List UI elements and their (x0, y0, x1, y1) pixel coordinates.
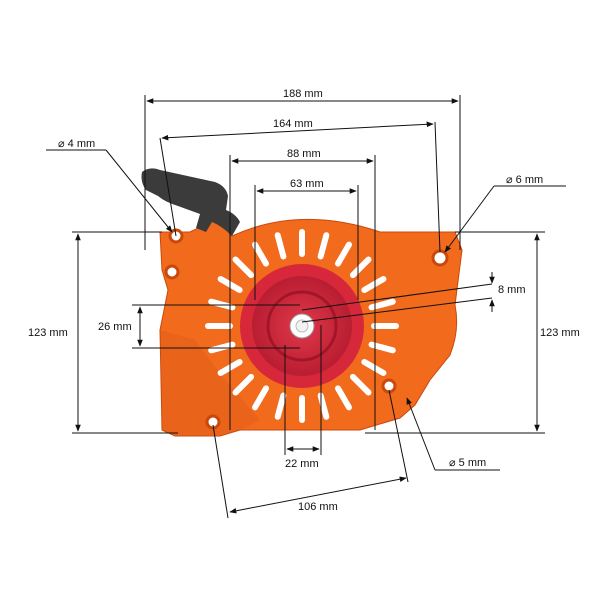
vent-slot (232, 256, 255, 279)
vent-slot (361, 276, 387, 293)
vent-slot (274, 232, 287, 260)
vent-slot (317, 232, 330, 260)
vent-slot (335, 385, 352, 411)
mount-hole-top-right (431, 249, 449, 267)
recoil-pulley (240, 264, 364, 388)
vent-slot (252, 385, 269, 411)
label-hole-5: ⌀ 5 mm (449, 457, 486, 469)
vent-slot (252, 241, 269, 267)
dimension-lines (46, 95, 566, 519)
vent-slot (335, 241, 352, 267)
vent-slot (208, 341, 236, 354)
label-8: 8 mm (498, 284, 526, 296)
label-26: 26 mm (98, 321, 132, 333)
vent-slot (349, 256, 372, 279)
mount-hole-left (164, 264, 180, 280)
vent-slot (317, 392, 330, 420)
label-22: 22 mm (285, 458, 319, 470)
label-hole-4: ⌀ 4 mm (58, 138, 95, 150)
label-88: 88 mm (287, 148, 321, 160)
vent-slot (361, 359, 387, 376)
vent-slot (232, 373, 255, 396)
starter-handle-icon (141, 168, 240, 236)
housing-shading (160, 330, 260, 436)
label-123-left: 123 mm (28, 327, 68, 339)
vent-slot (349, 373, 372, 396)
dimension-labels: 188 mm 164 mm 88 mm 63 mm 123 mm 123 mm … (28, 88, 580, 513)
label-hole-6: ⌀ 6 mm (506, 174, 543, 186)
vent-slot (274, 392, 287, 420)
label-123-right: 123 mm (540, 327, 580, 339)
label-188: 188 mm (283, 88, 323, 100)
label-164: 164 mm (273, 118, 313, 130)
label-106: 106 mm (298, 501, 338, 513)
label-63: 63 mm (290, 178, 324, 190)
